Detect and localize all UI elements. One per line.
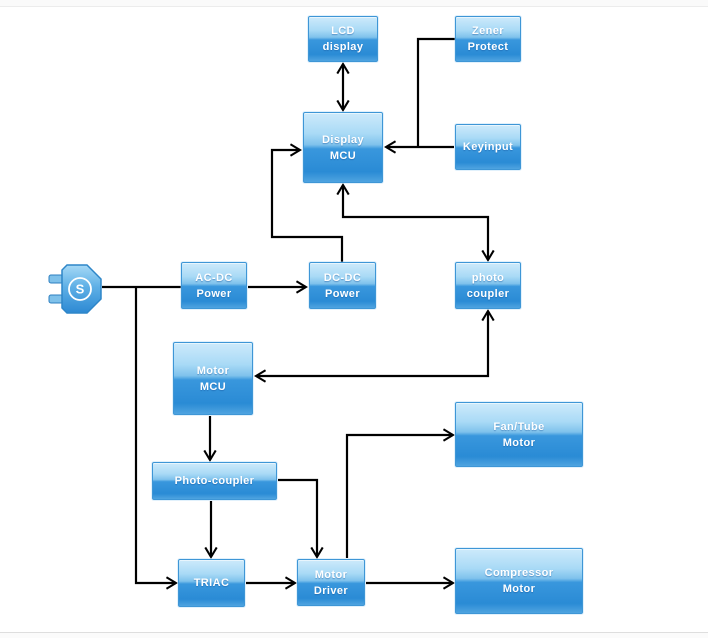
power-plug-icon: S xyxy=(48,264,102,314)
plug-prong-top xyxy=(48,274,64,284)
top-frame-line xyxy=(0,0,708,7)
node-label: Display MCU xyxy=(322,133,364,162)
plug-letter: S xyxy=(76,282,85,297)
node-label: TRIAC xyxy=(193,577,230,589)
node-keyinput: Keyinput xyxy=(455,124,521,170)
node-display-mcu: Display MCU xyxy=(303,112,383,183)
node-zener-protect: Zener Protect xyxy=(455,16,521,62)
bottom-frame-line xyxy=(0,632,708,638)
edge-zener-protect-to-keyinput-line xyxy=(416,37,455,146)
node-label: AC-DC Power xyxy=(195,271,233,300)
edge-photo-coupler-2-to-motor-driver xyxy=(278,478,324,559)
node-fan-tube-motor: Fan/Tube Motor xyxy=(455,402,583,467)
edge-power-plug-to-triac xyxy=(134,287,178,590)
node-triac: TRIAC xyxy=(178,559,245,607)
node-label: Motor MCU xyxy=(196,364,230,393)
edge-display-mcu-to-photo-coupler xyxy=(336,183,495,262)
node-label: Photo-coupler xyxy=(174,475,255,487)
node-label: LCD display xyxy=(322,25,364,53)
plug-prong-bottom xyxy=(48,294,64,304)
node-motor-driver: Motor Driver xyxy=(297,559,365,606)
node-compressor-motor: Compressor Motor xyxy=(455,548,583,614)
node-label: photo coupler xyxy=(466,271,510,300)
node-photo-coupler: photo coupler xyxy=(455,262,521,309)
node-label: DC-DC Power xyxy=(323,271,362,300)
node-ac-dc-power: AC-DC Power xyxy=(181,262,247,309)
node-label: Zener Protect xyxy=(467,25,509,53)
node-label: Compressor Motor xyxy=(484,567,554,595)
plug-body xyxy=(61,264,102,314)
plug-circle xyxy=(68,277,92,301)
node-photo-coupler-2: Photo-coupler xyxy=(152,462,277,500)
edge-photo-coupler-to-motor-mcu xyxy=(254,309,495,383)
node-dc-dc-power: DC-DC Power xyxy=(309,262,376,309)
edge-motor-driver-to-fan-tube-motor xyxy=(345,428,455,558)
node-lcd-display: LCD display xyxy=(308,16,378,62)
node-motor-mcu: Motor MCU xyxy=(173,342,253,415)
node-label: Keyinput xyxy=(462,141,514,153)
node-label: Motor Driver xyxy=(313,568,349,597)
node-label: Fan/Tube Motor xyxy=(493,420,545,449)
